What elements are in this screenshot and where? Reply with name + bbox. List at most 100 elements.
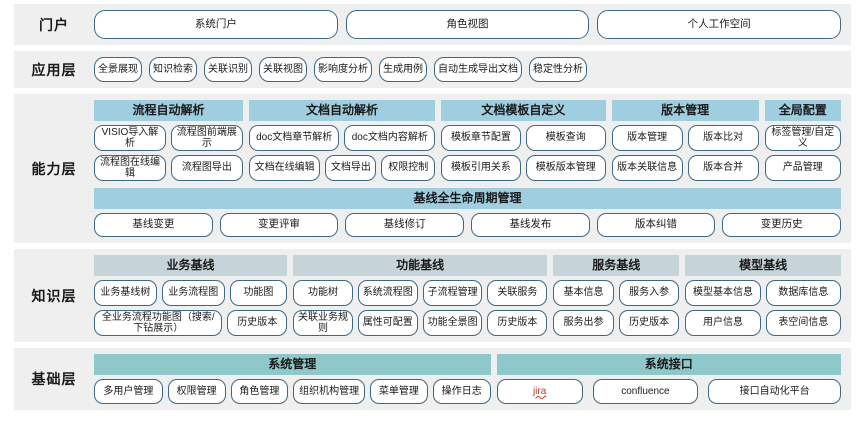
application-row: 全景展现知识检索关联识别关联视图影响度分析生成用例自动生成导出文档稳定性分析 [94,57,841,82]
knowledge-item-button[interactable]: 关联业务规则 [293,310,353,336]
group-row: 业务基线树业务流程图功能图 [94,280,288,306]
layer-label-base: 基础层 [31,371,77,387]
knowledge-item-button[interactable]: 子流程管理 [422,280,483,306]
lifecycle-block: 基线全生命周期管理基线变更变更评审基线修订基线发布版本纠错变更历史 [94,188,842,237]
capability-item-button[interactable]: 流程图导出 [170,155,243,181]
group-row: 基本信息服务入参 [553,280,680,306]
capability-item-button[interactable]: 文档在线编辑 [248,155,321,181]
knowledge-item-button[interactable]: 表空间信息 [765,310,842,336]
knowledge-item-button[interactable]: 全业务流程功能图（搜索/下钻展示） [94,310,223,336]
capability-item-button[interactable]: 版本管理 [611,125,683,151]
knowledge-item-button[interactable]: 业务基线树 [94,280,157,306]
knowledge-item-button[interactable]: 业务流程图 [161,280,225,306]
application-button[interactable]: 关联识别 [204,57,252,82]
group-header: 版本管理 [611,100,759,121]
group-knowledge: 功能基线功能树系统流程图子流程管理关联服务关联业务规则属性可配置功能全景图历史版… [293,255,548,336]
application-button[interactable]: 稳定性分析 [529,57,587,82]
application-button[interactable]: 知识检索 [149,57,197,82]
capability-item-button[interactable]: doc文档内容解析 [344,125,436,151]
knowledge-item-button[interactable]: 基本信息 [553,280,614,306]
group-row: 版本关联信息版本合并 [611,155,759,181]
application-button[interactable]: 生成用例 [379,57,427,82]
group-row: jira confluence 接口自动化平台 [496,379,841,404]
application-button[interactable]: 自动生成导出文档 [434,57,522,82]
lifecycle-button[interactable]: 基线发布 [471,213,590,237]
base-item-button[interactable]: 多用户管理 [94,379,163,404]
knowledge-item-button[interactable]: 功能全景图 [422,310,483,336]
base-item-button[interactable]: confluence [592,379,699,404]
portal-button[interactable]: 系统门户 [94,10,338,39]
base-item-button[interactable]: 角色管理 [230,379,289,404]
application-button[interactable]: 关联视图 [259,57,307,82]
layer-portal: 门户系统门户角色视图个人工作空间 [14,4,851,45]
layer-label-knowledge: 知识层 [31,287,77,304]
portal-button[interactable]: 个人工作空间 [597,10,842,39]
layer-application: 应用层全景展现知识检索关联识别关联视图影响度分析生成用例自动生成导出文档稳定性分… [14,51,851,88]
group-row: 功能树系统流程图子流程管理关联服务 [293,280,548,306]
capability-item-button[interactable]: 流程图前端展示 [170,125,243,151]
application-button[interactable]: 影响度分析 [314,57,372,82]
knowledge-item-button[interactable]: 功能图 [229,280,288,306]
base-item-button[interactable]: 操作日志 [432,379,491,404]
layer-label-application: 应用层 [31,61,77,78]
group-row: VISIO导入解析流程图前端展示 [94,125,243,151]
group-header: 模型基线 [685,255,842,276]
knowledge-item-button[interactable]: 服务出参 [553,310,614,336]
lifecycle-button[interactable]: 变更历史 [722,213,842,237]
capability-item-button[interactable]: 产品管理 [764,155,841,181]
knowledge-item-button[interactable]: 模型基本信息 [685,280,761,306]
lifecycle-button[interactable]: 变更评审 [219,213,339,237]
group-base: 系统管理多用户管理权限管理角色管理组织机构管理菜单管理操作日志 [94,354,491,404]
knowledge-item-button[interactable]: 用户信息 [685,310,761,336]
knowledge-item-button[interactable]: 功能树 [293,280,353,306]
base-item-button[interactable]: 组织机构管理 [293,379,366,404]
knowledge-item-button[interactable]: 属性可配置 [357,310,418,336]
group-row: 版本管理版本比对 [611,125,759,151]
capability-item-button[interactable]: 模板版本管理 [525,155,606,181]
group-header: 文档模板自定义 [441,100,606,121]
knowledge-item-button[interactable]: 关联服务 [487,280,548,306]
application-button[interactable]: 全景展现 [94,57,142,82]
group-capability: 文档模板自定义模板章节配置模板查询模板引用关系模板版本管理 [441,100,606,181]
capability-item-button[interactable]: 流程图在线编辑 [94,155,166,181]
group-knowledge: 模型基线模型基本信息数据库信息用户信息表空间信息 [685,255,842,336]
knowledge-item-button[interactable]: 服务入参 [618,280,680,306]
group-header: 服务基线 [553,255,680,276]
knowledge-item-button[interactable]: 历史版本 [227,310,288,336]
capability-item-button[interactable]: doc文档章节解析 [248,125,340,151]
architecture-diagram: 门户系统门户角色视图个人工作空间应用层全景展现知识检索关联识别关联视图影响度分析… [0,4,865,433]
base-item-button[interactable]: jira [496,379,583,404]
capability-item-button[interactable]: 模板章节配置 [441,125,521,151]
capability-item-button[interactable]: 标签管理/自定义 [764,125,841,151]
base-item-button[interactable]: 菜单管理 [370,379,428,404]
group-capability: 全局配置标签管理/自定义产品管理 [764,100,841,181]
lifecycle-button[interactable]: 基线修订 [345,213,465,237]
base-item-button[interactable]: 接口自动化平台 [708,379,841,404]
lifecycle-header: 基线全生命周期管理 [94,188,841,209]
group-header: 流程自动解析 [94,100,243,121]
capability-item-button[interactable]: 文档导出 [325,155,377,181]
group-header: 全局配置 [764,100,841,121]
knowledge-item-button[interactable]: 系统流程图 [357,280,418,306]
capability-item-button[interactable]: 版本比对 [687,125,759,151]
knowledge-item-button[interactable]: 历史版本 [487,310,548,336]
portal-button[interactable]: 角色视图 [345,10,590,39]
group-capability: 流程自动解析 VISIO导入解析流程图前端展示流程图在线编辑流程图导出 [94,100,243,181]
lifecycle-button[interactable]: 版本纠错 [596,213,716,237]
lifecycle-button[interactable]: 基线变更 [94,213,213,237]
base-item-button[interactable]: 权限管理 [167,379,226,404]
capability-item-button[interactable]: 版本关联信息 [611,155,683,181]
group-row: 关联业务规则属性可配置功能全景图历史版本 [293,310,548,336]
capability-item-button[interactable]: 权限控制 [381,155,436,181]
capability-item-button[interactable]: 版本合并 [687,155,759,181]
capability-item-button[interactable]: 模板查询 [525,125,606,151]
knowledge-item-button[interactable]: 数据库信息 [765,280,842,306]
layer-body-capability: 流程自动解析 VISIO导入解析流程图前端展示流程图在线编辑流程图导出文档自动解析… [94,100,842,237]
capability-item-button[interactable]: VISIO导入解析 [94,125,166,151]
knowledge-item-button[interactable]: 历史版本 [618,310,680,336]
capability-item-button[interactable]: 模板引用关系 [441,155,521,181]
